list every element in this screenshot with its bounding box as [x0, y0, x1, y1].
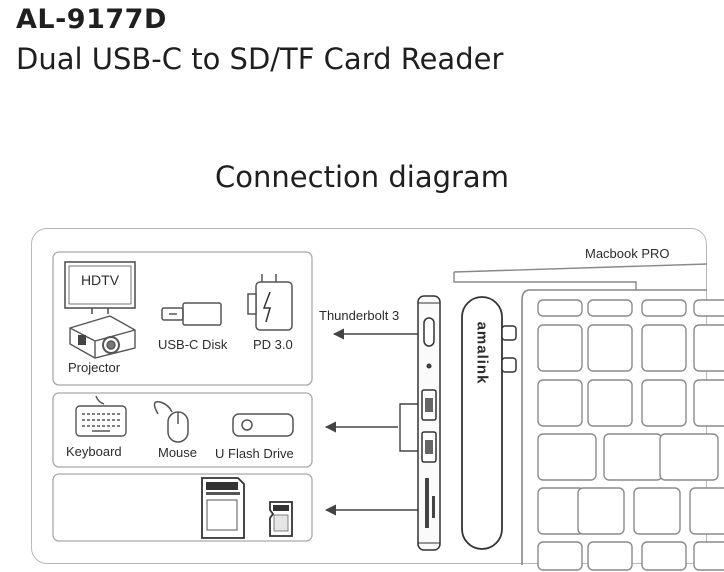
laptop-key [641, 299, 687, 317]
laptop-key [659, 433, 719, 481]
pd-label: PD 3.0 [253, 337, 293, 352]
laptop-key [641, 324, 687, 372]
hdtv-icon [64, 261, 136, 314]
tf-slot [432, 496, 435, 518]
laptop [453, 263, 708, 565]
laptop-key [587, 541, 633, 571]
laptop-key [587, 379, 633, 427]
laptop-key [641, 379, 687, 427]
laptop-key [587, 299, 633, 317]
thunderbolt-label: Thunderbolt 3 [319, 308, 400, 323]
laptop-key [693, 324, 724, 372]
mouse-icon [153, 401, 189, 443]
product-name: Dual USB-C to SD/TF Card Reader [16, 42, 504, 76]
usbc-disk-icon [161, 302, 222, 326]
laptop-key [577, 487, 625, 535]
flash-drive-label: U Flash Drive [215, 446, 294, 461]
usbc-port [423, 317, 435, 347]
laptop-key [693, 299, 724, 317]
laptop-key [537, 487, 585, 535]
hub-top [461, 296, 517, 550]
laptop-key [587, 324, 633, 372]
laptop-key [537, 324, 583, 372]
usba-devices-box [52, 392, 313, 468]
tf-card-icon [269, 501, 293, 537]
mouse-label: Mouse [158, 445, 198, 460]
projector-icon [69, 315, 136, 359]
laptop-key [537, 541, 583, 571]
laptop-key [689, 487, 724, 535]
laptop-key [603, 433, 663, 481]
laptop-key [641, 541, 687, 571]
flash-drive-icon [232, 413, 294, 437]
keyboard-icon [75, 395, 127, 437]
diagram-title: Connection diagram [215, 160, 509, 194]
usbc-disk-label: USB-C Disk [158, 337, 228, 352]
projector-label: Projector [68, 360, 121, 375]
hub-front [417, 295, 441, 551]
typec-devices-box [52, 251, 313, 386]
laptop-key [537, 299, 583, 317]
laptop-keyboard [537, 299, 724, 571]
led-indicator [426, 363, 432, 369]
laptop-key [693, 379, 724, 427]
hub-brand-logo: amalink [473, 321, 491, 385]
laptop-key [633, 487, 681, 535]
pd-charger-icon [247, 274, 293, 331]
keyboard-label: Keyboard [66, 444, 122, 459]
laptop-label: Macbook PRO [585, 246, 670, 261]
hdtv-label: HDTV [80, 272, 120, 288]
model-number: AL-9177D [16, 4, 167, 35]
bracket-usba [399, 403, 418, 452]
laptop-key [537, 433, 597, 481]
sd-slot [425, 478, 429, 528]
laptop-key [537, 379, 583, 427]
card-devices-box [52, 473, 313, 542]
laptop-key [693, 541, 724, 571]
sd-card-icon [201, 477, 245, 539]
